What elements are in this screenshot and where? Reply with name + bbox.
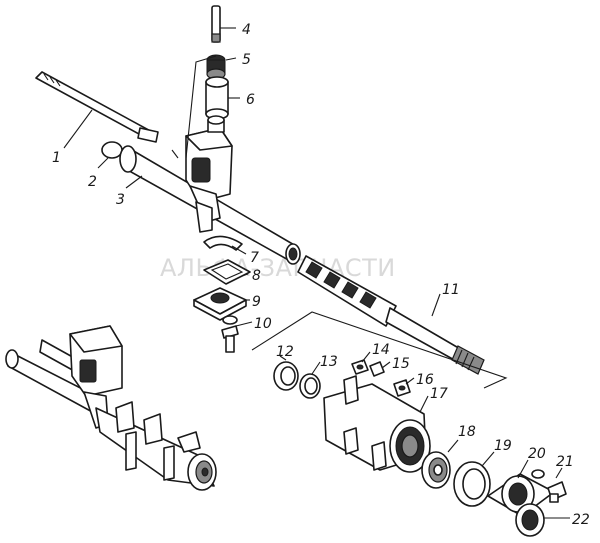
- callout-4: 4: [242, 22, 251, 38]
- part-8-plate: [203, 259, 251, 285]
- callout-14: 14: [372, 342, 390, 358]
- callout-10: 10: [254, 316, 272, 332]
- part-14-nut: [351, 359, 369, 375]
- callout-16: 16: [416, 372, 434, 388]
- part-10-bolt: [221, 315, 239, 353]
- part-13-ring: [299, 373, 321, 399]
- part-4-pin: [211, 5, 221, 43]
- callout-3: 3: [116, 192, 125, 208]
- callout-22: 22: [572, 512, 590, 528]
- part-15-nut: [369, 361, 385, 377]
- assembly-bracket-frame: [251, 311, 508, 389]
- callout-11: 11: [442, 282, 460, 298]
- part-5-bushing: [206, 54, 226, 80]
- callout-17: 17: [430, 386, 448, 402]
- callout-7: 7: [250, 250, 259, 266]
- part-12-ring: [273, 361, 299, 391]
- part-6-sleeve: [205, 76, 229, 120]
- callout-6: 6: [246, 92, 255, 108]
- part-18-bearing: [421, 451, 451, 489]
- part-19-gasket: [453, 461, 491, 507]
- callout-21: 21: [556, 454, 574, 470]
- part-9-base: [193, 287, 247, 321]
- callout-13: 13: [320, 354, 338, 370]
- callout-18: 18: [458, 424, 476, 440]
- part-small-cylinder: [207, 115, 225, 133]
- part-1-shaft: [35, 71, 159, 143]
- part-2-washer: [101, 141, 123, 159]
- part-17-gear-housing: [323, 375, 431, 473]
- assembled-unit: [5, 325, 217, 491]
- watermark-text: АЛЬФА-ЗАПЧАСТИ: [160, 254, 396, 282]
- callout-2: 2: [88, 174, 97, 190]
- callout-12: 12: [276, 344, 294, 360]
- part-22-seal: [515, 503, 545, 537]
- callout-19: 19: [494, 438, 512, 454]
- callout-9: 9: [252, 294, 261, 310]
- part-20-cover: [487, 473, 555, 517]
- part-21-bolt: [531, 469, 567, 503]
- callout-1: 1: [52, 150, 61, 166]
- callout-15: 15: [392, 356, 410, 372]
- assembly-bracket-line: [185, 55, 217, 159]
- part-3-tube-housing: [119, 127, 301, 265]
- callout-8: 8: [252, 268, 261, 284]
- callout-5: 5: [242, 52, 251, 68]
- callout-20: 20: [528, 446, 546, 462]
- leader-lines: [63, 27, 570, 519]
